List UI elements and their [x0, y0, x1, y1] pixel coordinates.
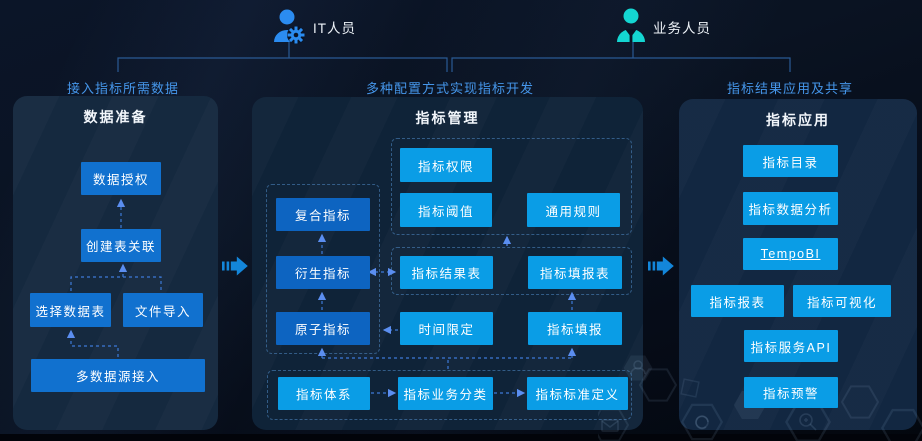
node-metric-filling: 指标填报	[528, 312, 622, 345]
group-metric-config	[391, 138, 632, 235]
node-metric-service-api: 指标服务API	[744, 330, 838, 362]
node-create-table-relation: 创建表关联	[81, 229, 161, 262]
node-metric-alert: 指标预警	[744, 377, 838, 408]
node-metric-system: 指标体系	[278, 377, 370, 410]
stage-label-result-sharing: 指标结果应用及共享	[726, 81, 853, 96]
stage-label-metric-development: 多种配置方式实现指标开发	[365, 81, 534, 96]
node-metric-data-analysis: 指标数据分析	[743, 192, 838, 225]
node-metric-catalog: 指标目录	[743, 145, 838, 177]
stage-label-data-access: 接入指标所需数据	[66, 81, 179, 96]
node-composite-metric: 复合指标	[276, 198, 370, 231]
business-person-icon	[617, 8, 645, 42]
node-metric-permission: 指标权限	[400, 148, 492, 182]
node-metric-standard-definition: 指标标准定义	[527, 377, 628, 410]
bottom-edge-strip	[0, 434, 922, 441]
business-actor-bracket-line	[451, 57, 791, 72]
flow-arrow-mgmt-to-app	[648, 256, 674, 276]
it-person-gear-icon	[274, 9, 305, 44]
flow-arrow-prep-to-mgmt	[222, 256, 248, 276]
node-metric-threshold: 指标阈值	[400, 193, 492, 227]
node-multi-datasource-access: 多数据源接入	[31, 359, 205, 392]
panel-title-metric-mgmt: 指标管理	[415, 110, 480, 126]
node-data-authorization: 数据授权	[81, 162, 161, 195]
node-derived-metric: 衍生指标	[276, 256, 370, 289]
node-metric-visualization: 指标可视化	[793, 285, 891, 317]
group-metric-governance	[267, 370, 632, 420]
node-tempobi-link[interactable]: TempoBI	[743, 238, 838, 270]
node-metric-result-table: 指标结果表	[400, 256, 493, 289]
node-atomic-metric: 原子指标	[276, 312, 370, 345]
actor-label-business: 业务人员	[653, 21, 711, 36]
node-select-data-table: 选择数据表	[30, 293, 111, 327]
it-actor-bracket-line	[117, 57, 448, 72]
node-metric-business-category: 指标业务分类	[398, 377, 493, 410]
node-file-import: 文件导入	[123, 293, 203, 327]
panel-title-data-prep: 数据准备	[83, 109, 148, 125]
node-time-limit: 时间限定	[400, 312, 493, 345]
node-metric-report-form: 指标填报表	[528, 256, 622, 289]
node-metric-report: 指标报表	[691, 285, 784, 317]
panel-title-metric-app: 指标应用	[766, 112, 830, 128]
actors-and-brackets	[117, 8, 791, 72]
node-general-rules: 通用规则	[527, 193, 620, 227]
actor-label-it: IT人员	[313, 21, 356, 36]
